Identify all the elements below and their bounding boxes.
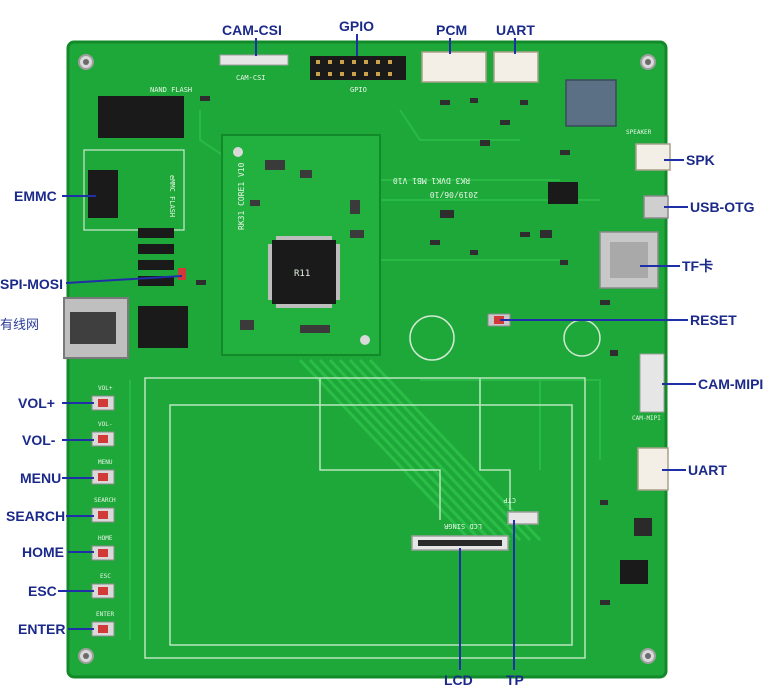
cam-mipi-connector — [639, 353, 665, 413]
side-button-silk: VOL+ VOL- MENU SEARCH HOME ESC ENTER — [94, 385, 116, 618]
speaker-silk: SPEAKER — [626, 129, 652, 136]
leader-lines — [58, 34, 696, 670]
soc-pins — [268, 236, 340, 308]
emmc-area — [83, 149, 185, 231]
soc-chip — [272, 240, 336, 304]
svg-text:MENU: MENU — [98, 459, 113, 466]
gpio-silk: GPIO — [350, 86, 367, 94]
svg-text:SEARCH: SEARCH — [94, 497, 116, 504]
soc-chip-marking: R11 — [294, 269, 310, 279]
label-spk: SPK — [686, 152, 715, 168]
ctp-connector — [507, 511, 539, 525]
lcd-connector-latch — [418, 540, 502, 546]
ethernet-transformer — [138, 306, 188, 348]
spk-connector — [635, 143, 671, 171]
emmc-silk: eMMC FLASH — [168, 175, 176, 217]
svg-text:VOL+: VOL+ — [98, 385, 113, 392]
module-hole — [233, 147, 243, 157]
label-menu: MENU — [20, 470, 62, 486]
label-gpio: GPIO — [339, 18, 375, 34]
label-cam-mipi: CAM-MIPI — [698, 376, 764, 392]
module-components — [240, 160, 364, 333]
power-ic — [620, 560, 648, 584]
label-lcd: LCD — [444, 672, 473, 688]
cam-csi-connector — [219, 54, 289, 66]
cam-csi-silk: CAM-CSI — [236, 74, 266, 82]
svg-text:ENTER: ENTER — [96, 611, 114, 618]
module-silk-line1: RK31 CORE1 V10 — [237, 162, 246, 230]
board-silk-line1: RK3 DVK1 MB1 V10 — [393, 176, 470, 185]
label-tp: TP — [506, 672, 524, 688]
svg-text:ESC: ESC — [100, 573, 111, 580]
label-ethernet: 有线网 — [0, 318, 40, 333]
gpio-pins — [316, 60, 392, 76]
label-enter: ENTER — [18, 621, 66, 637]
pcb-edge-shade — [66, 40, 668, 679]
label-esc: ESC — [28, 583, 57, 599]
reset-button-cap — [494, 316, 504, 324]
label-uart-top: UART — [496, 22, 535, 38]
emmc-chip — [88, 170, 118, 218]
tf-card-inner — [610, 242, 648, 278]
wifi-module — [565, 79, 617, 127]
svg-text:HOME: HOME — [98, 535, 113, 542]
label-emmc: EMMC — [14, 188, 57, 204]
label-vol-minus: VOL- — [22, 432, 56, 448]
mounting-hole-centers — [83, 59, 651, 659]
jumper-block — [548, 182, 578, 204]
lcd-outline-outer — [144, 377, 586, 659]
pcm-connector — [421, 51, 487, 83]
lcd-conn-silk: LCD SINGR — [443, 522, 482, 530]
label-usb-otg: USB-OTG — [690, 199, 755, 215]
label-tf: TF卡 — [682, 258, 714, 274]
svg-text:VOL-: VOL- — [98, 421, 112, 428]
module-hole — [360, 335, 370, 345]
board-silk-date: 2019/06/10 — [430, 190, 478, 199]
label-pcm: PCM — [436, 22, 468, 38]
battery-pad-left — [409, 315, 455, 361]
label-vol-plus: VOL+ — [18, 395, 55, 411]
inductor — [634, 518, 652, 536]
label-search: SEARCH — [6, 508, 66, 524]
label-home: HOME — [22, 544, 64, 560]
tp-trace-outline — [319, 378, 511, 520]
cam-mipi-silk: CAM-MIPI — [632, 415, 661, 422]
ctp-silk: CTP — [503, 496, 516, 504]
spi-header-pins — [138, 228, 174, 286]
label-spi-mosi: SPI-MOSI — [0, 276, 64, 292]
nand-silk: NAND FLASH — [150, 86, 192, 94]
gpio-header — [310, 56, 406, 80]
leader-spi-mosi — [65, 275, 183, 284]
label-uart-right: UART — [688, 462, 727, 478]
trace-bundle — [298, 358, 542, 542]
ethernet-port — [70, 312, 116, 344]
uart-top-connector — [493, 51, 539, 83]
lcd-outline-inner — [169, 404, 573, 646]
spi-led — [178, 268, 186, 280]
nand-flash-chip — [98, 96, 184, 138]
side-buttons — [91, 395, 115, 637]
passive-components — [196, 96, 618, 605]
label-cam-csi: CAM-CSI — [222, 22, 282, 38]
tf-card-slot — [599, 231, 659, 289]
label-reset: RESET — [690, 312, 737, 328]
